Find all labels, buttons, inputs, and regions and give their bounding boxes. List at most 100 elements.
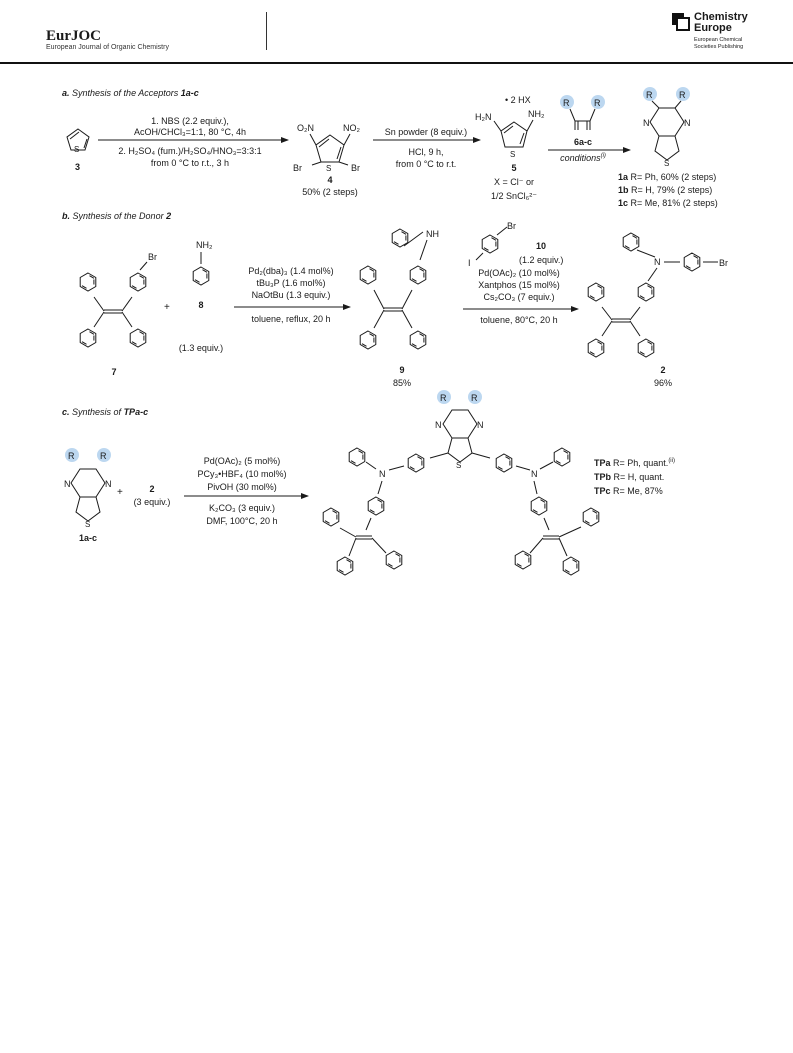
reaction-conditions-6: Pd(OAc)₂ (5 mol%) PCy₃•HBF₄ (10 mol%) Pi… [197, 456, 286, 526]
structure-diketone-6: R R [560, 95, 605, 130]
svg-text:1. NBS (2.2 equiv.),: 1. NBS (2.2 equiv.), [151, 116, 229, 126]
svg-text:N: N [105, 479, 112, 489]
svg-text:PivOH (30 mol%): PivOH (30 mol%) [207, 482, 277, 492]
svg-text:toluene, 80°C, 20 h: toluene, 80°C, 20 h [480, 315, 557, 325]
compound-10-equiv: (1.2 equiv.) [519, 255, 563, 265]
conditions-i-label: conditions(i) [560, 153, 606, 163]
compound-label-8: 8 [198, 300, 203, 310]
svg-text:from 0 °C to r.t.: from 0 °C to r.t. [396, 159, 457, 169]
compound-label-4: 4 [327, 175, 332, 185]
compound-2-yield: 96% [654, 378, 672, 388]
svg-text:1c R= Me, 81% (2 steps): 1c R= Me, 81% (2 steps) [618, 198, 718, 208]
publisher-brand-line1: Chemistry [694, 11, 748, 23]
svg-text:2. H₂SO₄ (fum.)/H₂SO₄/HNO₃=3:3: 2. H₂SO₄ (fum.)/H₂SO₄/HNO₃=3:3:1 [118, 146, 261, 156]
publisher-brand-line2: Europe [694, 22, 732, 34]
svg-text:R: R [679, 90, 686, 100]
svg-text:Sn powder (8 equiv.): Sn powder (8 equiv.) [385, 127, 467, 137]
svg-text:O₂N: O₂N [297, 123, 314, 133]
structure-thiophene-3: S [66, 128, 90, 154]
svg-text:1a R= Ph, 60% (2 steps): 1a R= Ph, 60% (2 steps) [618, 172, 716, 182]
svg-text:N: N [643, 118, 650, 128]
svg-text:N: N [379, 469, 386, 479]
svg-text:R: R [646, 90, 653, 100]
compound-label-1a-c: 1a-c [79, 533, 97, 543]
svg-text:R: R [471, 393, 478, 403]
svg-text:TPc R= Me, 87%: TPc R= Me, 87% [594, 486, 663, 496]
structure-bromoiodobenzene-10: Br I [468, 221, 516, 268]
svg-text:Br: Br [351, 163, 360, 173]
svg-text:Pd(OAc)₂ (10 mol%): Pd(OAc)₂ (10 mol%) [478, 268, 560, 278]
page-header: EurJOC European Journal of Organic Chemi… [0, 0, 793, 64]
compound-label-5: 5 [511, 163, 516, 173]
publisher-sub-line1: European Chemical [694, 37, 743, 43]
svg-text:Pd₂(dba)₃ (1.4 mol%): Pd₂(dba)₃ (1.4 mol%) [248, 266, 333, 276]
compound-label-3: 3 [75, 162, 80, 172]
section-b-heading: b. Synthesis of the Donor 2 [62, 211, 171, 221]
svg-text:NaOtBu (1.3 equiv.): NaOtBu (1.3 equiv.) [252, 290, 331, 300]
svg-text:S: S [326, 164, 331, 173]
svg-text:N: N [531, 469, 538, 479]
svg-text:Pd(OAc)₂ (5 mol%): Pd(OAc)₂ (5 mol%) [204, 456, 281, 466]
synthesis-scheme: a. Synthesis of the Acceptors 1a-c S 3 1… [62, 87, 728, 576]
compound-label-10: 10 [536, 241, 546, 251]
svg-text:R: R [594, 98, 601, 108]
reaction-conditions-2: Sn powder (8 equiv.) HCl, 9 h, from 0 °C… [385, 127, 467, 169]
svg-text:Br: Br [293, 163, 302, 173]
reagent-6a-c: 6a-c [574, 137, 592, 147]
compound-label-7: 7 [111, 367, 116, 377]
svg-text:N: N [684, 118, 691, 128]
compound-2-equiv: (3 equiv.) [134, 497, 171, 507]
svg-text:Xantphos (15 mol%): Xantphos (15 mol%) [478, 280, 560, 290]
structure-thienopyrazine-1: R R N N S [643, 87, 691, 168]
structure-aminotpe-9: NH [359, 228, 439, 350]
publisher-sub-line2: Societies Publishing [694, 44, 744, 50]
compound-label-2: 2 [660, 365, 665, 375]
svg-text:I: I [468, 258, 471, 268]
svg-text:Br: Br [148, 252, 157, 262]
svg-text:K₂CO₃ (3 equiv.): K₂CO₃ (3 equiv.) [209, 503, 275, 513]
svg-text:N: N [435, 420, 442, 430]
svg-text:R: R [563, 98, 570, 108]
structure-diaminothiophene-5: • 2 HX H₂N NH₂ S [475, 95, 545, 159]
svg-text:Br: Br [507, 221, 516, 231]
svg-text:R: R [100, 451, 107, 461]
products-tp-list: TPa R= Ph, quant.(ii) TPb R= H, quant. T… [594, 458, 675, 496]
svg-text:S: S [664, 159, 669, 168]
svg-text:NH: NH [426, 229, 439, 239]
svg-text:S: S [456, 461, 461, 470]
compound-4-yield: 50% (2 steps) [302, 187, 358, 197]
chemistry-europe-logo-icon [672, 13, 690, 31]
svg-text:• 2 HX: • 2 HX [505, 95, 531, 105]
svg-text:S: S [74, 145, 79, 154]
structure-dibromodinitrothiophene-4: O₂N NO₂ Br Br S [293, 123, 361, 173]
structure-donor-2: N Br [587, 232, 728, 358]
compound-8-equiv: (1.3 equiv.) [179, 343, 223, 353]
svg-text:TPa R= Ph, quant.(ii): TPa R= Ph, quant.(ii) [594, 458, 675, 468]
compound-label-2-reactant: 2 [149, 484, 154, 494]
svg-text:N: N [64, 479, 71, 489]
svg-text:H₂N: H₂N [475, 112, 492, 122]
plus-sign-2: + [117, 487, 123, 498]
compound-9-yield: 85% [393, 378, 411, 388]
structure-aniline-8: NH₂ [192, 240, 213, 286]
svg-text:S: S [85, 520, 90, 529]
svg-text:N: N [654, 257, 661, 267]
counterion-note-1: X = Cl⁻ or [494, 177, 534, 187]
section-c-heading: c. Synthesis of TPa-c [62, 407, 148, 417]
svg-text:PCy₃•HBF₄ (10 mol%): PCy₃•HBF₄ (10 mol%) [197, 469, 286, 479]
structure-bromo-tpe-7: Br [79, 252, 157, 348]
plus-sign-1: + [164, 302, 170, 313]
journal-name: EurJOC [46, 28, 102, 44]
reaction-conditions-5: Pd(OAc)₂ (10 mol%) Xantphos (15 mol%) Cs… [478, 268, 560, 325]
svg-text:Br: Br [719, 258, 728, 268]
svg-text:toluene, reflux, 20 h: toluene, reflux, 20 h [251, 314, 330, 324]
journal-subtitle: European Journal of Organic Chemistry [46, 44, 169, 51]
svg-text:AcOH/CHCl₃=1:1, 80 °C, 4h: AcOH/CHCl₃=1:1, 80 °C, 4h [134, 127, 246, 137]
structure-tp-product: R R N N S N N [322, 390, 600, 576]
reaction-conditions-1: 1. NBS (2.2 equiv.), AcOH/CHCl₃=1:1, 80 … [118, 116, 261, 168]
header-rule [0, 62, 793, 64]
svg-text:from 0 °C to r.t., 3 h: from 0 °C to r.t., 3 h [151, 158, 229, 168]
svg-text:NH₂: NH₂ [196, 240, 213, 250]
svg-text:TPb R= H, quant.: TPb R= H, quant. [594, 472, 664, 482]
products-1a-c-list: 1a R= Ph, 60% (2 steps) 1b R= H, 79% (2 … [618, 172, 718, 208]
